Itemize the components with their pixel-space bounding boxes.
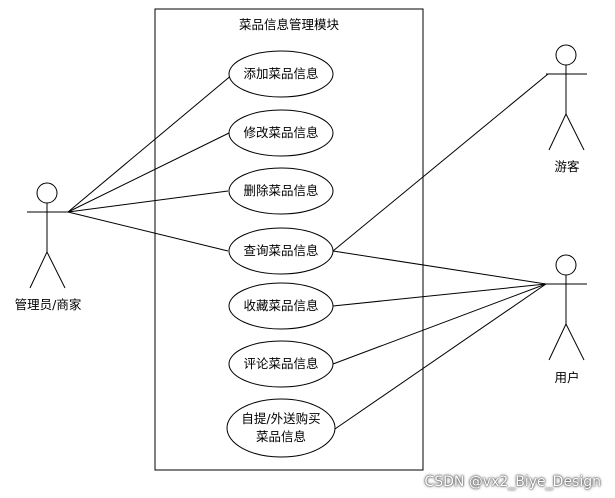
- actor-user-label: 用户: [554, 370, 579, 385]
- actor-visitor: [546, 44, 587, 151]
- assoc-user-comment: [332, 283, 547, 365]
- use-case-edit-label: 修改菜品信息: [243, 125, 318, 140]
- assoc-admin-query: [67, 211, 229, 252]
- actor-admin-label: 管理员/商家: [15, 297, 82, 312]
- use-case-query-label: 查询菜品信息: [243, 243, 318, 258]
- use-case-add: 添加菜品信息: [228, 50, 334, 98]
- actor-admin-head: [36, 182, 58, 204]
- actor-user-head: [555, 254, 577, 276]
- system-boundary: [154, 8, 424, 471]
- use-case-delete-label: 删除菜品信息: [243, 183, 318, 198]
- watermark-text: CSDN @vx2_Biye_Design: [424, 474, 601, 490]
- assoc-user-query: [332, 250, 547, 285]
- use-case-buy-label-line1: 自提/外送购买: [241, 411, 320, 426]
- use-case-comment-label: 评论菜品信息: [243, 356, 318, 371]
- actor-visitor-leg-right: [565, 113, 585, 151]
- use-case-query: 查询菜品信息: [228, 227, 334, 275]
- use-case-buy-label-line2: 菜品信息: [256, 429, 306, 444]
- assoc-user-favorite: [332, 283, 547, 307]
- use-case-delete: 删除菜品信息: [228, 167, 334, 215]
- use-case-favorite-label: 收藏菜品信息: [243, 298, 318, 313]
- associations: [67, 73, 549, 432]
- use-case-buy: 自提/外送购买 菜品信息: [226, 398, 336, 458]
- assoc-admin-edit: [67, 132, 230, 213]
- use-case-comment: 评论菜品信息: [228, 340, 334, 388]
- actor-visitor-head: [555, 44, 577, 66]
- assoc-user-buy: [331, 283, 547, 432]
- assoc-visitor-query: [332, 73, 549, 252]
- actor-user-leg-left: [548, 323, 567, 361]
- actor-admin: [27, 182, 68, 289]
- use-case-add-label: 添加菜品信息: [243, 66, 318, 81]
- actor-visitor-label: 游客: [554, 159, 580, 174]
- use-case-favorite: 收藏菜品信息: [228, 282, 334, 330]
- actor-user: [546, 254, 587, 361]
- actor-admin-leg-right: [46, 251, 66, 289]
- assoc-admin-add: [67, 73, 234, 213]
- assoc-admin-delete: [67, 190, 229, 213]
- system-title: 菜品信息管理模块: [239, 17, 340, 32]
- actor-user-leg-right: [565, 323, 585, 361]
- actor-admin-leg-left: [29, 251, 48, 289]
- actor-visitor-leg-left: [548, 113, 567, 151]
- use-case-edit: 修改菜品信息: [228, 109, 334, 157]
